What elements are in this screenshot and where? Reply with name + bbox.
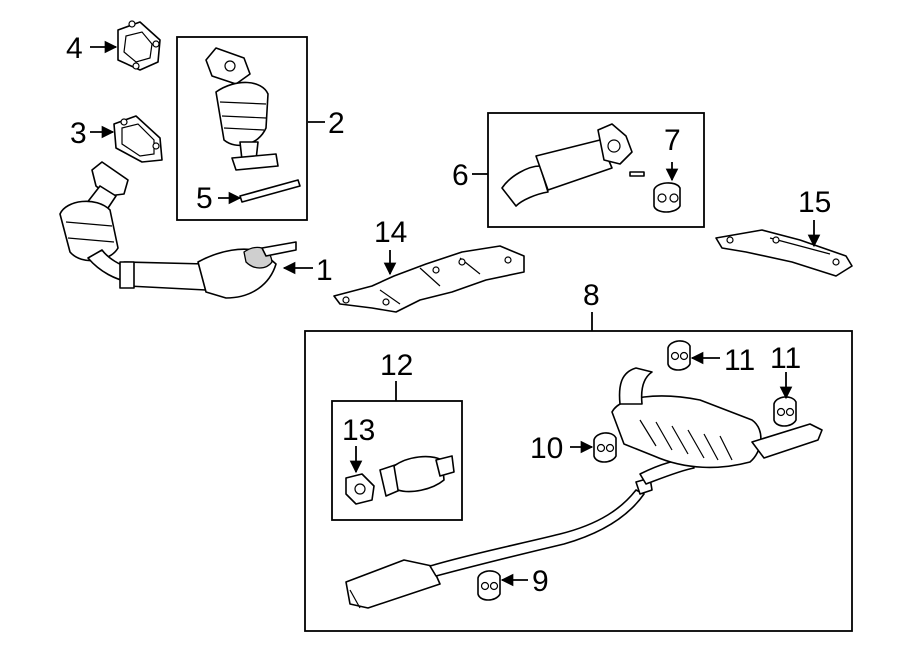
box-part-8 <box>304 330 853 632</box>
callout-11a: 11 <box>724 344 755 377</box>
part-6-intermediate-pipe[interactable] <box>501 123 645 207</box>
callout-14: 14 <box>374 216 407 249</box>
callout-10: 10 <box>530 432 563 465</box>
box-part-12 <box>331 400 463 521</box>
callout-11b: 11 <box>770 342 801 375</box>
box-part-2 <box>176 36 308 221</box>
callout-6: 6 <box>452 159 469 192</box>
callout-9: 9 <box>532 565 549 598</box>
callout-15: 15 <box>798 186 831 219</box>
callout-5: 5 <box>196 182 213 215</box>
callout-4: 4 <box>66 32 83 65</box>
part-3-gasket[interactable] <box>113 115 163 163</box>
part-1-front-exhaust-pipe[interactable] <box>59 161 297 299</box>
box-part-6 <box>487 112 705 228</box>
part-8-muffler-assembly[interactable] <box>345 367 823 609</box>
callout-2: 2 <box>328 107 345 140</box>
part-12-converter[interactable] <box>379 455 455 497</box>
part-13-gasket[interactable] <box>345 473 375 505</box>
callout-8: 8 <box>583 279 600 312</box>
callout-13: 13 <box>342 414 375 447</box>
callout-12: 12 <box>380 349 413 382</box>
callout-3: 3 <box>70 117 87 150</box>
part-2-catalytic-converter[interactable] <box>205 47 279 171</box>
part-14-heat-shield[interactable] <box>333 245 525 313</box>
part-5-gasket[interactable] <box>239 179 301 203</box>
callout-7: 7 <box>664 124 681 157</box>
part-4-gasket[interactable] <box>117 20 161 71</box>
part-9-hanger-insulator[interactable] <box>477 570 501 601</box>
part-7-hanger-insulator[interactable] <box>653 182 681 213</box>
part-11-hanger-insulator-a[interactable] <box>667 340 691 371</box>
part-15-heat-shield[interactable] <box>715 229 853 277</box>
callout-1: 1 <box>316 254 333 287</box>
part-10-hanger-insulator[interactable] <box>593 432 617 463</box>
part-11-hanger-insulator-b[interactable] <box>773 396 797 427</box>
